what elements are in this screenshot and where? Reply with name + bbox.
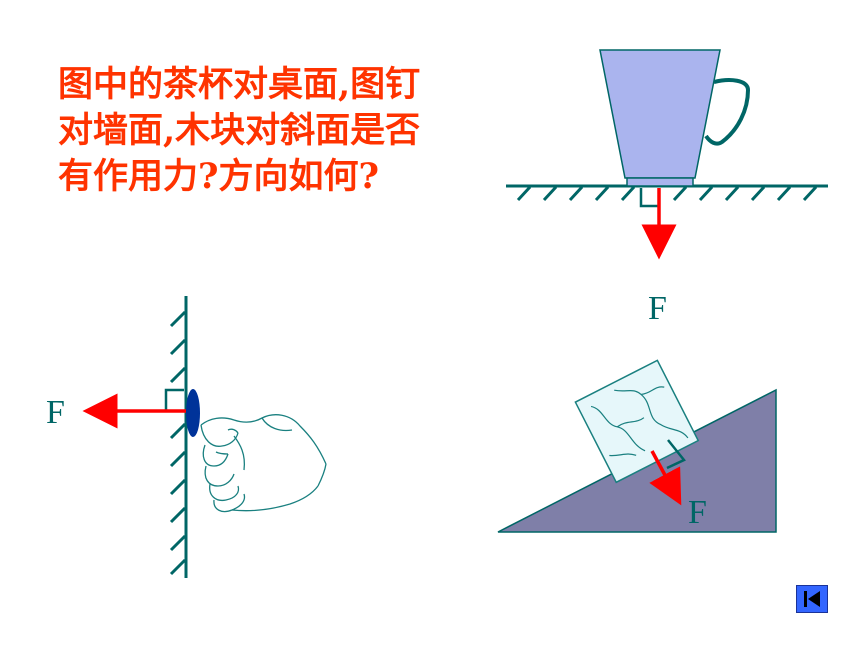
question-text: 图中的茶杯对桌面,图钉 对墙面,木块对斜面是否 有作用力?方向如何? — [58, 62, 478, 200]
cup-base — [626, 177, 694, 187]
cup-diagram — [506, 49, 828, 260]
first-slide-button[interactable] — [796, 585, 828, 613]
block-force-label: F — [688, 494, 707, 531]
question-line-1: 图中的茶杯对桌面,图钉 — [58, 64, 421, 105]
hand-illustration — [200, 414, 327, 513]
wall-diagram — [82, 296, 327, 578]
incline-diagram — [497, 359, 777, 533]
cup-handle — [704, 78, 751, 146]
block-grain — [590, 386, 689, 457]
pin-head — [186, 389, 200, 437]
pin-force-label: F — [46, 394, 65, 431]
wall-hatching — [169, 310, 187, 576]
cup-right-angle-mark — [639, 188, 659, 208]
question-line-3: 有作用力?方向如何? — [58, 156, 380, 197]
question-line-2: 对墙面,木块对斜面是否 — [58, 110, 421, 151]
table-hatching — [516, 185, 818, 202]
cup-body — [599, 49, 721, 179]
block-force-arrow — [649, 450, 682, 506]
first-slide-icon — [804, 591, 820, 607]
cup-force-label: F — [648, 290, 667, 327]
wall-right-angle-mark — [164, 388, 184, 410]
block-right-angle-mark — [666, 439, 686, 470]
wooden-block — [574, 359, 700, 484]
